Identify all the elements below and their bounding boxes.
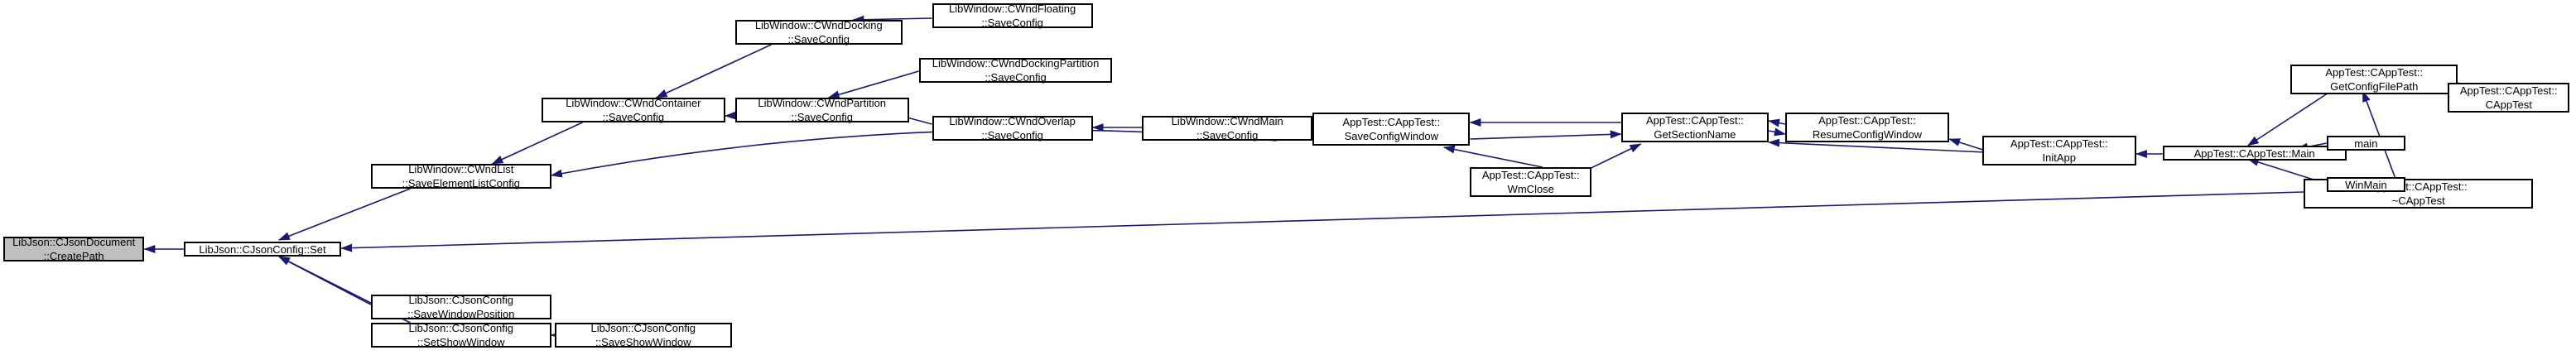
node-label-line1: WinMain (2345, 178, 2387, 191)
node-label-line1: LibWindow::CWndOverlap (949, 115, 1076, 127)
node-label-line2: ::SaveConfig (787, 33, 850, 46)
node-label-line1: LibWindow::CWndFloating (949, 2, 1076, 15)
node-capptest-main[interactable]: AppTest::CAppTest::Main (2162, 146, 2347, 161)
node-cwndmain-saveconfig[interactable]: LibWindow::CWndMain ::SaveConfig (1142, 115, 1313, 142)
node-label-line2: ::SaveConfig (602, 111, 665, 123)
node-label-line1: LibJson::CJsonConfig (408, 322, 514, 334)
node-label-line1: AppTest::CAppTest::Main (2193, 146, 2315, 160)
node-label-line1: AppTest::CAppTest:: (2325, 66, 2424, 79)
node-label-line1: AppTest::CAppTest:: (1646, 114, 1744, 127)
node-label-line2: ::SaveWindowPosition (407, 308, 515, 320)
node-label-line2: ResumeConfigWindow (1812, 128, 1923, 141)
edge-capptest_ctor-to-getconfigfilepath (2362, 90, 2396, 180)
node-label-line1: main (2354, 137, 2378, 150)
edge-wmclose-to-getsectionname (1768, 118, 1786, 127)
node-cjsonconfig-setshowwindow[interactable]: LibJson::CJsonConfig ::SetShowWindow (370, 322, 551, 348)
node-capptest-wmclose[interactable]: AppTest::CAppTest:: WmClose (1470, 167, 1592, 197)
node-label-line1: AppTest::CAppTest:: (1481, 169, 1580, 181)
node-label-line1: LibJson::CJsonConfig (408, 294, 514, 306)
node-label-line1: LibJson::CJsonConfig (590, 322, 696, 334)
node-cwndoverlap-saveconfig[interactable]: LibWindow::CWndOverlap ::SaveConfig (932, 115, 1093, 142)
edge-saveconfigwindow-to-getsectionname (1442, 145, 1543, 168)
node-label-line2: GetSectionName (1654, 128, 1736, 141)
node-label-line1: AppTest::CAppTest:: (2459, 84, 2558, 97)
node-label-line2: WmClose (1507, 183, 1554, 195)
edge-getsectionname-to-saveconfigwindow (1470, 130, 1622, 140)
node-cjsondocument-createpath: LibJson::CJsonDocument ::CreatePath (2, 236, 145, 262)
node-label-line1: AppTest::CAppTest:: (2010, 137, 2108, 150)
node-label-line2: GetConfigFilePath (2330, 80, 2419, 93)
edge-container_saveconfig-to-saveelementlistconfig (491, 122, 583, 165)
node-cwnddockingpartition-saveconfig[interactable]: LibWindow::CWndDockingPartition ::SaveCo… (918, 57, 1113, 84)
edge-docking_saveconfig-to-container_saveconfig (655, 44, 772, 98)
node-capptest-initapp[interactable]: AppTest::CAppTest:: InitApp (1981, 136, 2136, 166)
node-cjsonconfig-savewindowposition[interactable]: LibJson::CJsonConfig ::SaveWindowPositio… (370, 294, 551, 320)
node-cwndlist-saveelementlistconfig[interactable]: LibWindow::CWndList ::SaveElementListCon… (370, 163, 551, 189)
node-capptest-saveconfigwindow[interactable]: AppTest::CAppTest:: SaveConfigWindow (1312, 113, 1471, 146)
node-label-line1: LibWindow::CWndPartition (758, 97, 887, 109)
node-label-line2: ::SaveElementListConfig (402, 177, 520, 189)
node-label-line1: LibWindow::CWndDocking (754, 19, 883, 31)
node-winmain[interactable]: WinMain (2326, 177, 2405, 192)
node-label-line2: ::SaveConfig (981, 129, 1043, 142)
node-capptest-getsectionname[interactable]: AppTest::CAppTest:: GetSectionName (1620, 113, 1769, 142)
node-label-line1: LibWindow::CWndContainer (566, 97, 701, 109)
node-main[interactable]: main (2326, 136, 2405, 151)
node-capptest-resumeconfigwindow[interactable]: AppTest::CAppTest:: ResumeConfigWindow (1784, 113, 1950, 142)
edge-floating_saveconfig-to-docking_saveconfig (827, 70, 919, 99)
node-cwndcontainer-saveconfig[interactable]: LibWindow::CWndContainer ::SaveConfig (541, 97, 725, 123)
node-cjsonconfig-saveshowwindow[interactable]: LibJson::CJsonConfig ::SaveShowWindow (554, 322, 732, 348)
node-label-line2: ::SaveConfig (791, 111, 853, 123)
node-cjsonconfig-set[interactable]: LibJson::CJsonConfig::Set (183, 242, 342, 257)
edge-initapp-to-getsectionname (1948, 138, 1986, 151)
edge-getsectionname-to-resumeconfigwindow (1768, 138, 2022, 155)
node-cwndpartition-saveconfig[interactable]: LibWindow::CWndPartition ::SaveConfig (734, 97, 909, 123)
node-label-line2: InitApp (2042, 151, 2077, 164)
node-label-line1: LibWindow::CWndDockingPartition (932, 57, 1100, 70)
edge-resumeconfigwindow-to-getsectionname (1768, 127, 1786, 137)
node-capptest-constructor[interactable]: AppTest::CAppTest:: CAppTest (2448, 83, 2570, 113)
node-label-line1: LibWindow::CWndList (408, 163, 514, 175)
node-label-line2: ::CreatePath (43, 250, 104, 262)
node-cwndfloating-saveconfig[interactable]: LibWindow::CWndFloating ::SaveConfig (932, 2, 1093, 29)
node-label-line1: AppTest::CAppTest:: (1342, 116, 1441, 128)
node-label-line2: ::SaveConfig (981, 17, 1043, 29)
node-label-line1: LibWindow::CWndMain (1171, 115, 1283, 127)
node-label-line2: SaveConfigWindow (1344, 130, 1439, 142)
node-label-line2: ::SaveConfig (985, 71, 1047, 84)
node-label-line2: CAppTest (2485, 98, 2532, 111)
edge-capptest_dtor-to-set (340, 191, 2304, 252)
node-capptest-getconfigfilepath[interactable]: AppTest::CAppTest:: GetConfigFilePath (2290, 65, 2458, 94)
node-label-line2: ::SaveShowWindow (595, 336, 691, 348)
node-cwnddocking-saveconfig[interactable]: LibWindow::CWndDocking ::SaveConfig (734, 19, 903, 46)
node-label-line2: ::SaveConfig (1196, 129, 1259, 142)
node-label-line1: LibJson::CJsonConfig::Set (199, 242, 326, 256)
node-label-line1: LibJson::CJsonDocument (12, 236, 136, 248)
node-label-line2: ::SetShowWindow (417, 336, 505, 348)
edge-saveelementlistconfig-to-set (277, 188, 411, 241)
node-label-line1: AppTest::CAppTest:: (1818, 114, 1916, 127)
node-label-line2: ~CAppTest (2391, 194, 2445, 207)
edge-partition_saveconfig-to-container_saveconfig (852, 15, 932, 24)
